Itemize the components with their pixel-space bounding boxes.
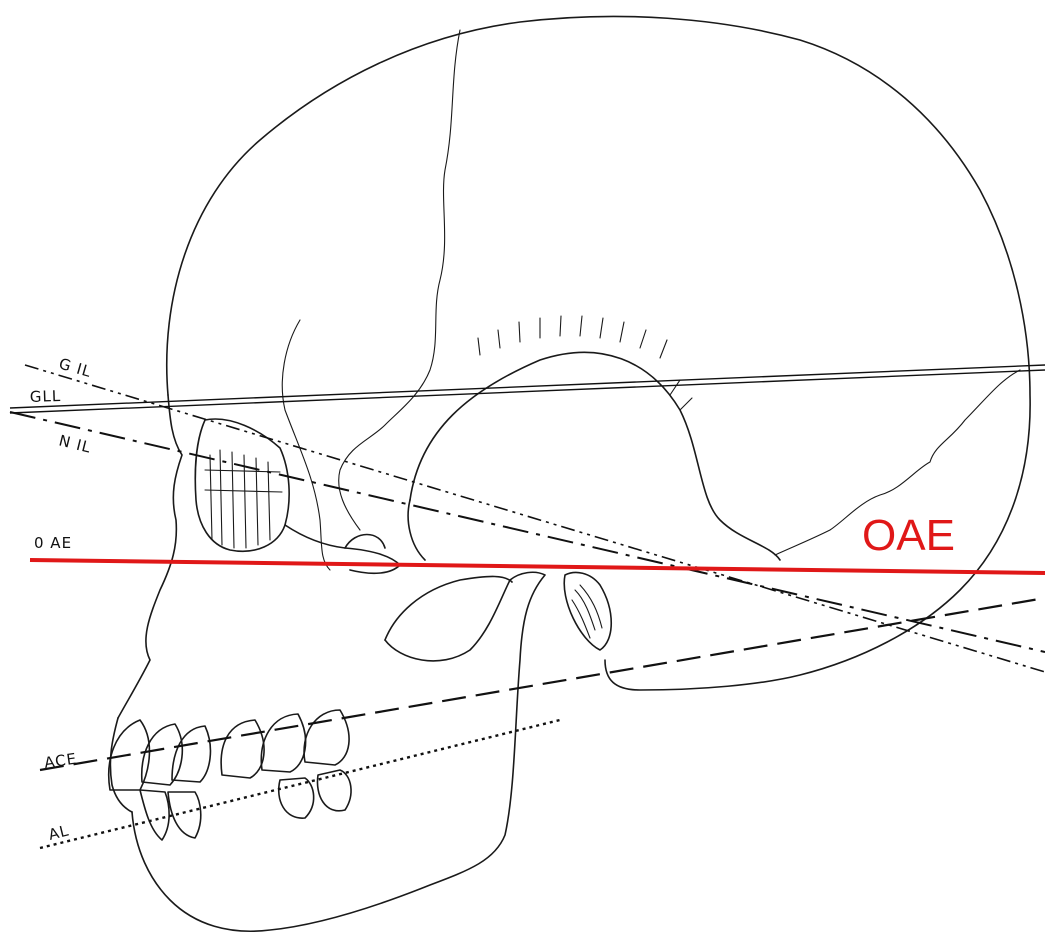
gll-line bbox=[10, 365, 1045, 413]
label-ace: ACE bbox=[43, 750, 78, 772]
label-oae-small: 0 AE bbox=[34, 534, 72, 552]
skull-outline bbox=[109, 16, 1030, 931]
label-oae-highlight: OAE bbox=[862, 511, 955, 560]
upper-teeth bbox=[109, 710, 349, 790]
label-nil: N IL bbox=[57, 431, 93, 456]
oae-line bbox=[30, 560, 1045, 573]
ace-line bbox=[40, 598, 1045, 770]
label-gll: GLL bbox=[30, 387, 62, 406]
